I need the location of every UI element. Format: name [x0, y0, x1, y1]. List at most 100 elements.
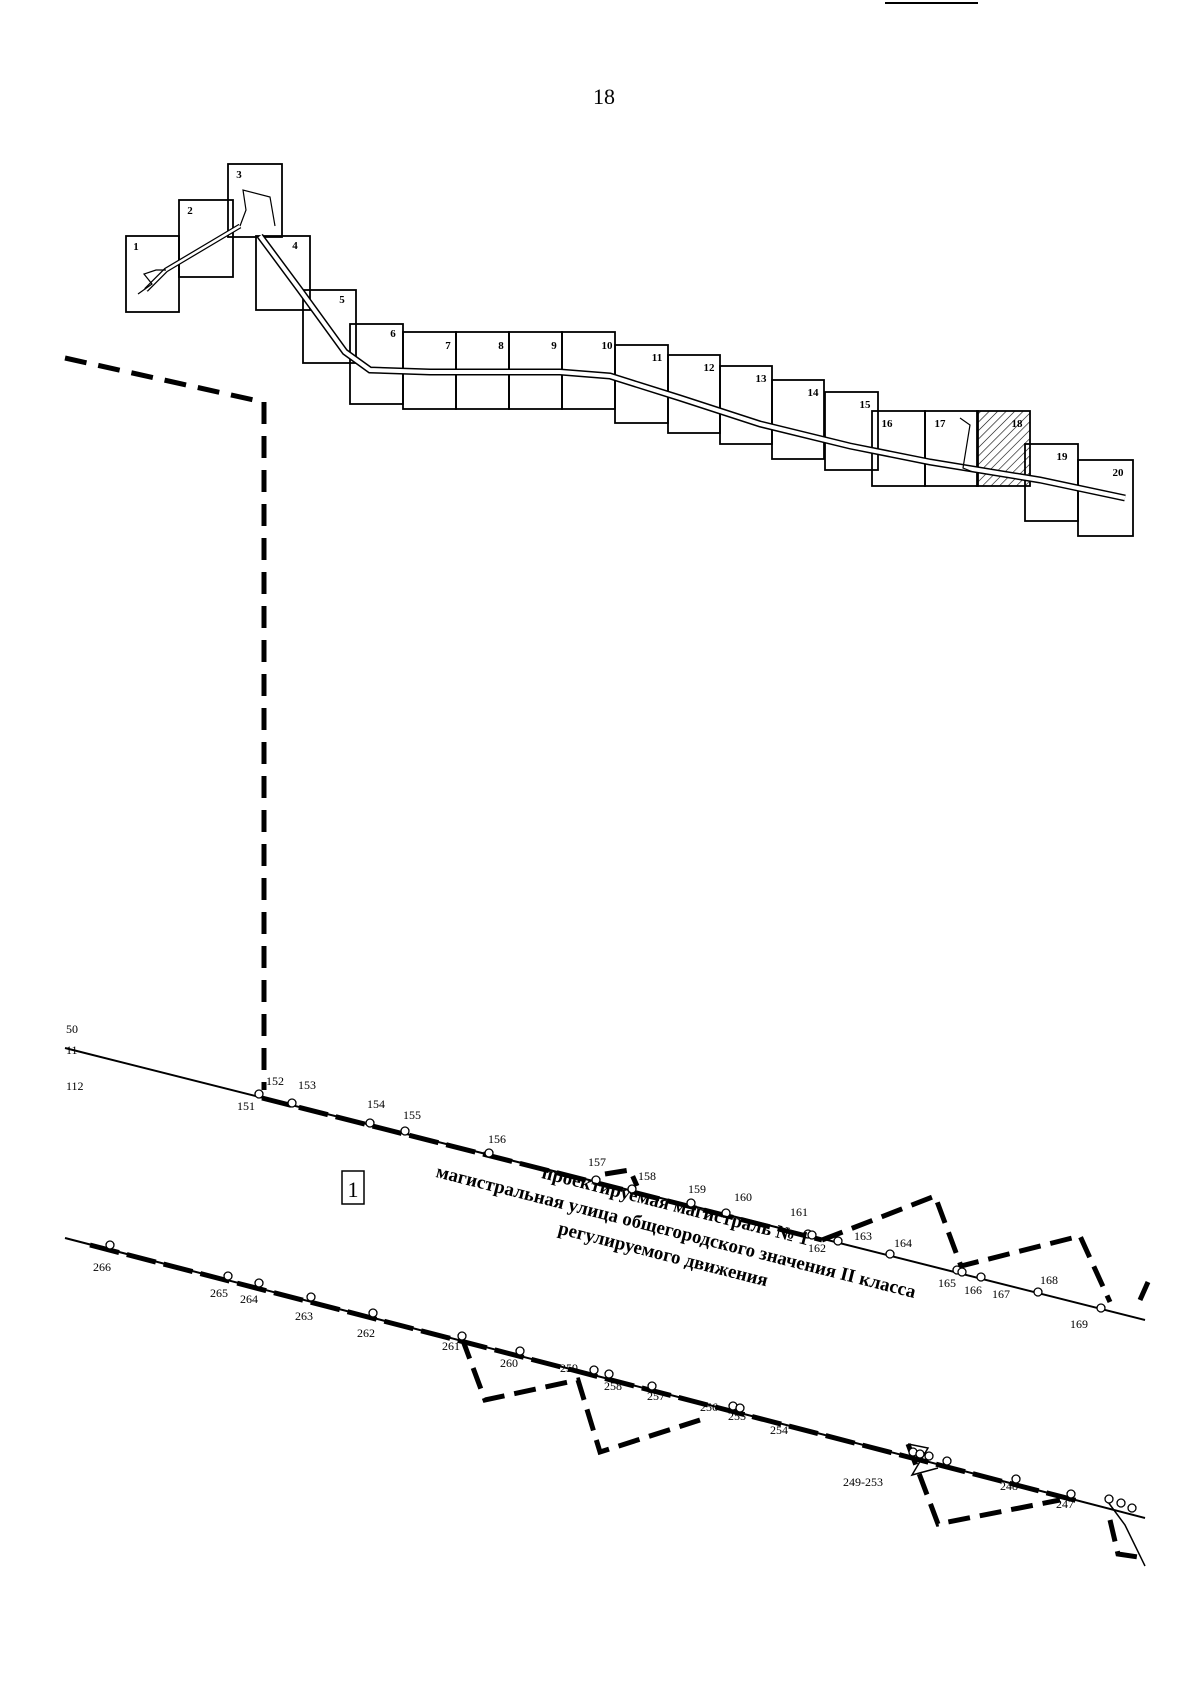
lower-station-label: 256: [700, 1400, 718, 1414]
sheet-number: 16: [882, 418, 894, 430]
sheet-number: 2: [187, 205, 193, 217]
lower-station-label: 261: [442, 1339, 460, 1353]
section-number: 1: [348, 1177, 359, 1202]
station-point: [1011, 1474, 1021, 1484]
sheet-number: 3: [236, 169, 242, 181]
caption-line-2: магистральная улица общегородского значе…: [434, 1161, 919, 1303]
boundary-dashed-top: [64, 355, 264, 405]
station-point: [457, 1331, 467, 1341]
upper-station-label: 155: [403, 1108, 421, 1122]
station-point: [915, 1449, 925, 1459]
lower-station-label: 247: [1056, 1497, 1074, 1511]
sheet-number: 6: [390, 328, 396, 340]
upper-station-label: 156: [488, 1132, 506, 1146]
sheet-number: 5: [339, 294, 345, 306]
station-point: [833, 1236, 843, 1246]
page-number: 18: [593, 84, 615, 109]
sheet-number: 13: [756, 373, 768, 385]
station-point: [647, 1381, 657, 1391]
station-point: [287, 1098, 297, 1108]
station-point: [400, 1126, 410, 1136]
boundary-thin-ticks: [907, 1443, 1146, 1567]
sheet-frame: [824, 391, 879, 471]
lower-station-label: 255: [728, 1409, 746, 1423]
upper-station-label: 151: [237, 1099, 255, 1113]
sheet-frame: [1077, 459, 1134, 537]
sheet-number: 8: [498, 340, 504, 352]
station-point: [976, 1272, 986, 1282]
sheet-number: 11: [652, 352, 662, 364]
upper-station-label: 112: [66, 1079, 84, 1093]
station-point: [365, 1118, 375, 1128]
sheet-number: 17: [935, 418, 947, 430]
sheet-number: 14: [808, 387, 820, 399]
lower-station-label: 266: [93, 1260, 111, 1274]
upper-station-label: 160: [734, 1190, 752, 1204]
station-point: [942, 1456, 952, 1466]
lower-station-label: 254: [770, 1423, 788, 1437]
station-point: [807, 1230, 817, 1240]
station-point: [484, 1148, 494, 1158]
station-point: [368, 1308, 378, 1318]
sheet-number: 15: [860, 399, 872, 411]
upper-station-label: 166: [964, 1283, 982, 1297]
lower-station-label: 264: [240, 1292, 258, 1306]
section-number-box: [341, 1170, 365, 1205]
station-point: [1116, 1498, 1126, 1508]
sheet-frame: [302, 289, 357, 364]
lower-station-label: 248: [1000, 1479, 1018, 1493]
station-point: [1127, 1503, 1137, 1513]
station-point: [735, 1403, 745, 1413]
station-point: [957, 1267, 967, 1277]
station-point: [254, 1089, 264, 1099]
lower-station-label: 265: [210, 1286, 228, 1300]
station-point: [627, 1184, 637, 1194]
station-point: [589, 1365, 599, 1375]
upper-station-label: 153: [298, 1078, 316, 1092]
lower-station-label: 262: [357, 1326, 375, 1340]
route-path: [137, 189, 1126, 502]
upper-station-label: 158: [638, 1169, 656, 1183]
sheet-number: 18: [1012, 418, 1024, 430]
station-point: [604, 1369, 614, 1379]
upper-station-label: 164: [894, 1236, 912, 1250]
sheet-number: 4: [292, 240, 298, 252]
upper-station-label: 167: [992, 1287, 1010, 1301]
station-point: [1104, 1494, 1114, 1504]
lower-station-label: 259: [560, 1361, 578, 1375]
station-point: [306, 1292, 316, 1302]
station-point: [223, 1271, 233, 1281]
sheet-frame: [227, 163, 283, 238]
station-point: [1096, 1303, 1106, 1313]
sheet-frame: [976, 410, 1031, 487]
lower-station-label: 249-253: [843, 1475, 883, 1489]
station-point: [1066, 1489, 1076, 1499]
sheet-frame: [771, 379, 825, 460]
station-point: [1033, 1287, 1043, 1297]
upper-station-label: 50: [66, 1022, 78, 1036]
lower-stations: [105, 1240, 1137, 1513]
upper-stations: [254, 1089, 1106, 1313]
lower-station-label: 260: [500, 1356, 518, 1370]
lower-dashed-overlay: [89, 1242, 1083, 1505]
upper-station-label: 152: [266, 1074, 284, 1088]
sheet-number: 1: [133, 241, 139, 253]
upper-station-label: 159: [688, 1182, 706, 1196]
road-caption: проектируемая магистраль № 1 магистральн…: [434, 1161, 919, 1303]
upper-station-label: 157: [588, 1155, 606, 1169]
boundary-dashed-detours: [459, 1167, 1151, 1561]
sheet-number: 19: [1057, 451, 1069, 463]
station-point: [105, 1240, 115, 1250]
upper-station-label: 162: [808, 1241, 826, 1255]
sheet-number: 12: [704, 362, 716, 374]
sheet-number: 9: [551, 340, 557, 352]
upper-station-label: 168: [1040, 1273, 1058, 1287]
lower-station-label: 258: [604, 1379, 622, 1393]
sheet-number: 7: [445, 340, 451, 352]
sheet-frame: [255, 235, 311, 311]
sheet-number: 10: [602, 340, 614, 352]
